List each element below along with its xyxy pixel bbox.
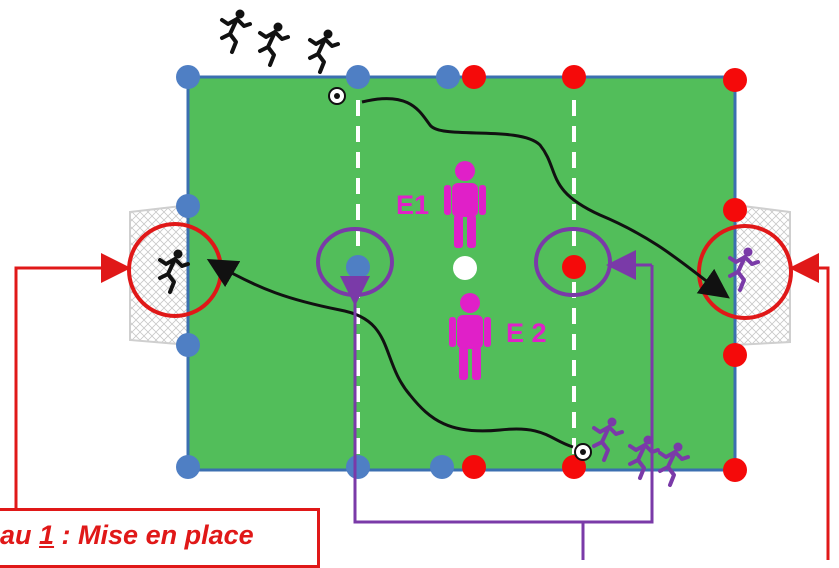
coach-label-e2: E 2 [506,318,547,348]
center-ball-marker [453,256,477,280]
coach-figure-icon [444,161,486,248]
caption-prefix: au [0,520,40,550]
purple-rotation-line [340,276,585,560]
soccer-ball-icon [574,443,592,461]
coach-label-e1: E1 [396,190,430,220]
caption-suffix: : Mise en place [54,520,254,550]
caption-number: 1 [39,520,55,550]
red-markers [462,65,747,482]
red-rotation-line-right [789,253,830,560]
dribble-path-bottom [206,258,574,449]
blue-markers [176,65,460,479]
dribble-path-top [361,97,730,299]
coach-figure-icon [449,293,491,380]
caption-text: au 1 : Mise en place [0,520,254,551]
red-rotation-line-left [14,253,131,560]
purple-rotation-line-2 [583,265,654,524]
soccer-ball-icon [328,87,346,105]
